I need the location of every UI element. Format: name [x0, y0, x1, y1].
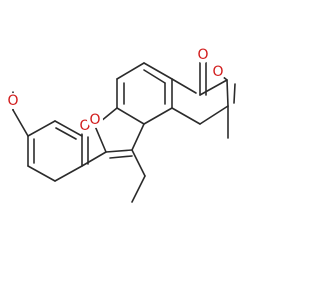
- bond: [171, 78, 197, 94]
- bond: [116, 107, 145, 125]
- molecule-diagram: O O O O O: [5, 47, 236, 203]
- bond: [81, 151, 107, 167]
- bond: [171, 107, 201, 125]
- atom-oxygen-pyranone-ring: O: [210, 64, 226, 80]
- bond: [27, 165, 56, 182]
- bond: [131, 175, 146, 203]
- atom-label: O: [89, 112, 100, 128]
- bond: [109, 155, 133, 159]
- bond: [116, 62, 145, 80]
- atom-label: O: [79, 118, 90, 134]
- atom-label: O: [197, 47, 208, 63]
- bond: [131, 149, 146, 177]
- bond: [105, 149, 133, 153]
- molecule-structure: O O O O O: [5, 47, 236, 203]
- atom-oxygen-methoxy: O: [5, 93, 21, 109]
- bond: [143, 107, 173, 125]
- bond: [54, 165, 83, 182]
- atom-oxygen-furan-ring: O: [87, 112, 103, 128]
- bond: [143, 62, 173, 80]
- atom-oxygen-lactone-carbonyl: O: [195, 47, 211, 63]
- bond: [199, 105, 229, 125]
- bond: [27, 120, 56, 137]
- bond: [199, 79, 228, 96]
- bond-layer: [12, 59, 236, 203]
- bond: [54, 120, 83, 137]
- bond: [131, 123, 145, 151]
- bond: [55, 127, 77, 140]
- bond: [226, 79, 229, 107]
- atom-label: O: [7, 93, 18, 109]
- atom-label-layer: O O O O O: [5, 47, 226, 134]
- bond: [12, 109, 29, 137]
- atom-label: O: [212, 64, 223, 80]
- bond: [233, 83, 236, 104]
- bond: [143, 69, 166, 84]
- bond: [94, 125, 107, 153]
